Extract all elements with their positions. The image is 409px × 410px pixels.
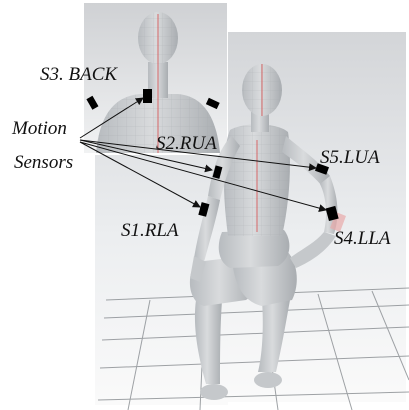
- label-s5-lua: S5.LUA: [320, 147, 380, 168]
- label-s1-rla: S1.RLA: [121, 220, 179, 241]
- label-s3-back: S3. BACK: [40, 64, 118, 85]
- label-motion: Motion: [11, 118, 67, 139]
- label-s4-lla: S4.LLA: [334, 228, 391, 249]
- label-sensors: Sensors: [14, 152, 73, 173]
- sensor-block-icon: [143, 89, 152, 103]
- label-s2-rua: S2.RUA: [156, 133, 217, 154]
